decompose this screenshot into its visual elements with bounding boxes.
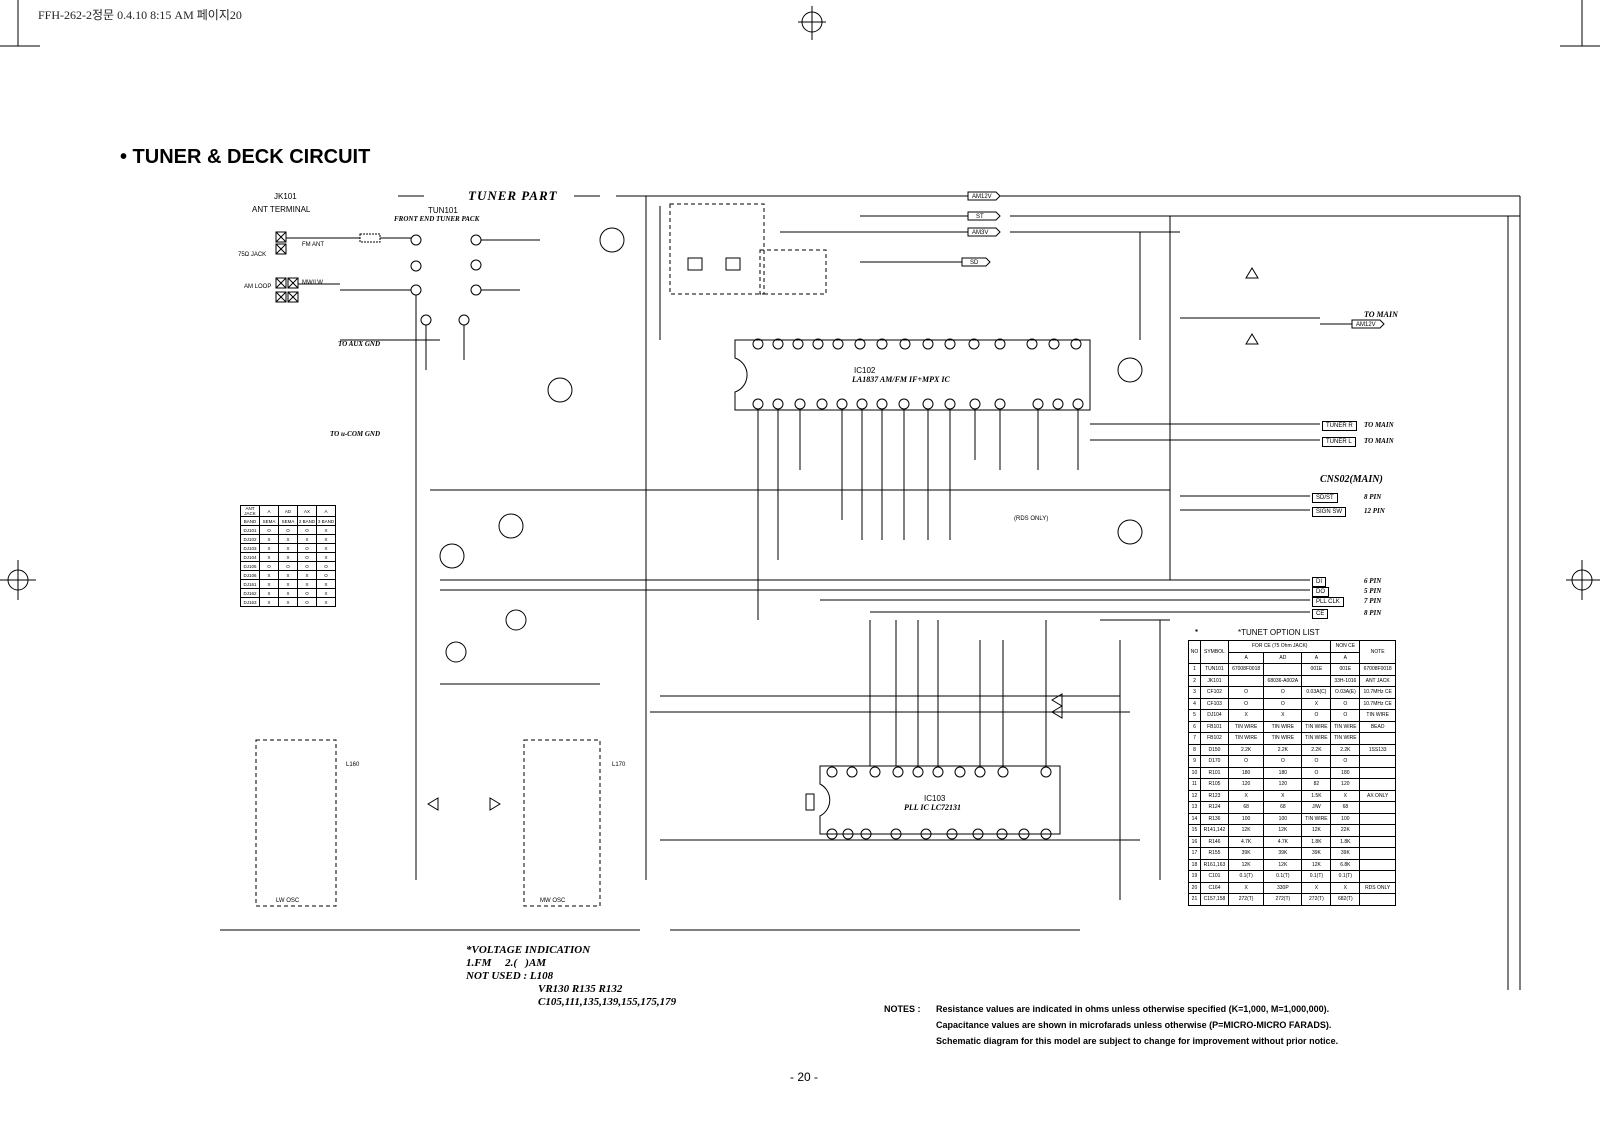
to-ucom-gnd-label: TO u-COM GND — [330, 430, 381, 438]
transistor-q105 — [505, 609, 527, 631]
l160-label: L160 — [346, 762, 360, 768]
svg-text:AM12V: AM12V — [1356, 322, 1376, 328]
note-capacitance: Capacitance values are shown in microfar… — [936, 1020, 1332, 1030]
mwlw-label: MW/LW — [302, 280, 323, 286]
page-number: - 20 - — [790, 1070, 819, 1084]
option-list-title: *TUNET OPTION LIST — [1238, 628, 1320, 637]
l160-coil-box — [255, 739, 337, 907]
ic102-label: IC102 — [854, 366, 876, 375]
tun101-label: TUN101 — [428, 206, 458, 215]
page-title: • TUNER & DECK CIRCUIT — [120, 146, 371, 168]
transistor-q107 — [439, 543, 465, 569]
voltage-indication-title: *VOLTAGE INDICATION — [466, 944, 591, 956]
svg-text:AM12V: AM12V — [972, 194, 992, 200]
diode-d151 — [1051, 693, 1063, 707]
cns02-label: CNS02(MAIN) — [1320, 474, 1383, 485]
transistor-q106 — [498, 513, 524, 539]
bus-tag-sd: SD — [961, 257, 991, 267]
lw-osc-label: LW OSC — [276, 898, 300, 904]
diode-d150 — [1051, 705, 1063, 719]
bus-tag-am12v-top: AM12V — [967, 191, 1001, 201]
to-aux-gnd-label: TO AUX GND — [338, 340, 381, 348]
note-resistance: Resistance values are indicated in ohms … — [936, 1004, 1330, 1014]
svg-text:SD: SD — [970, 260, 979, 266]
registration-mark-right — [1566, 560, 1600, 600]
transistor-q103 — [1117, 357, 1143, 383]
transistor-q115 — [1117, 519, 1143, 545]
ant-terminal-label: ANT TERMINAL — [252, 205, 311, 214]
zener-zd151 — [1245, 267, 1259, 279]
tuner-part-heading: TUNER PART — [468, 188, 558, 203]
diode-d170 — [489, 797, 501, 811]
mw-osc-label: MW OSC — [540, 898, 566, 904]
ic102-body — [734, 338, 1091, 411]
voltage-indication-line3: VR130 R135 R132 — [538, 983, 623, 995]
voltage-indication-line2: NOT USED : L108 — [466, 970, 554, 982]
tuner-pack — [340, 234, 540, 880]
rds-only-label: (RDS ONLY) — [1014, 516, 1049, 522]
jk101-label: JK101 — [274, 192, 297, 201]
transistor-q102 — [547, 377, 573, 403]
bus-tag-am3v: AM3V — [967, 227, 1001, 237]
bus-tag-st: ST — [967, 211, 1001, 221]
cf-option-box — [669, 203, 765, 295]
ic103-body — [819, 765, 1061, 840]
l101-box — [759, 249, 827, 295]
antenna-terminal — [275, 231, 412, 303]
to-main-label: TO MAIN — [1364, 310, 1398, 319]
ic103-description: PLL IC LC72131 — [904, 803, 962, 812]
ic102-description: LA1837 AM/FM IF+MPX IC — [852, 375, 950, 384]
note-change: Schematic diagram for this model are sub… — [936, 1036, 1339, 1046]
svg-text:ST: ST — [976, 214, 984, 220]
voltage-indication-line4: C105,111,135,139,155,175,179 — [538, 996, 677, 1008]
transistor-q101 — [599, 227, 625, 253]
tuner-option-table: NO SYMBOL FOR CE (75 Ohm JACK) NON CE NO… — [1188, 640, 1396, 906]
voltage-indication-line1: 1.FM 2.( )AM — [466, 957, 547, 969]
jack-75-label: 75Ω JACK — [238, 252, 267, 258]
bus-tag-am12v-right: AM12V — [1351, 319, 1385, 329]
front-end-label: FRONT END TUNER PACK — [394, 215, 480, 223]
registration-mark-left — [0, 560, 36, 600]
l170-label: L170 — [612, 762, 626, 768]
l170-coil-box — [523, 739, 601, 907]
zener-zd150 — [1245, 333, 1259, 345]
am-loop-label: AM LOOP — [244, 284, 272, 290]
registration-mark-top — [798, 6, 826, 40]
ic103-label: IC103 — [924, 794, 946, 803]
notes-label: NOTES : — [884, 1004, 921, 1014]
svg-text:AM3V: AM3V — [972, 230, 988, 236]
diode-d160 — [427, 797, 439, 811]
crystal-x104 — [805, 793, 815, 811]
fm-ant-label: FM ANT — [302, 242, 324, 248]
page-header: FFH-262-2정문 0.4.10 8:15 AM 페이지20 — [38, 8, 242, 22]
transistor-q108 — [445, 641, 467, 663]
